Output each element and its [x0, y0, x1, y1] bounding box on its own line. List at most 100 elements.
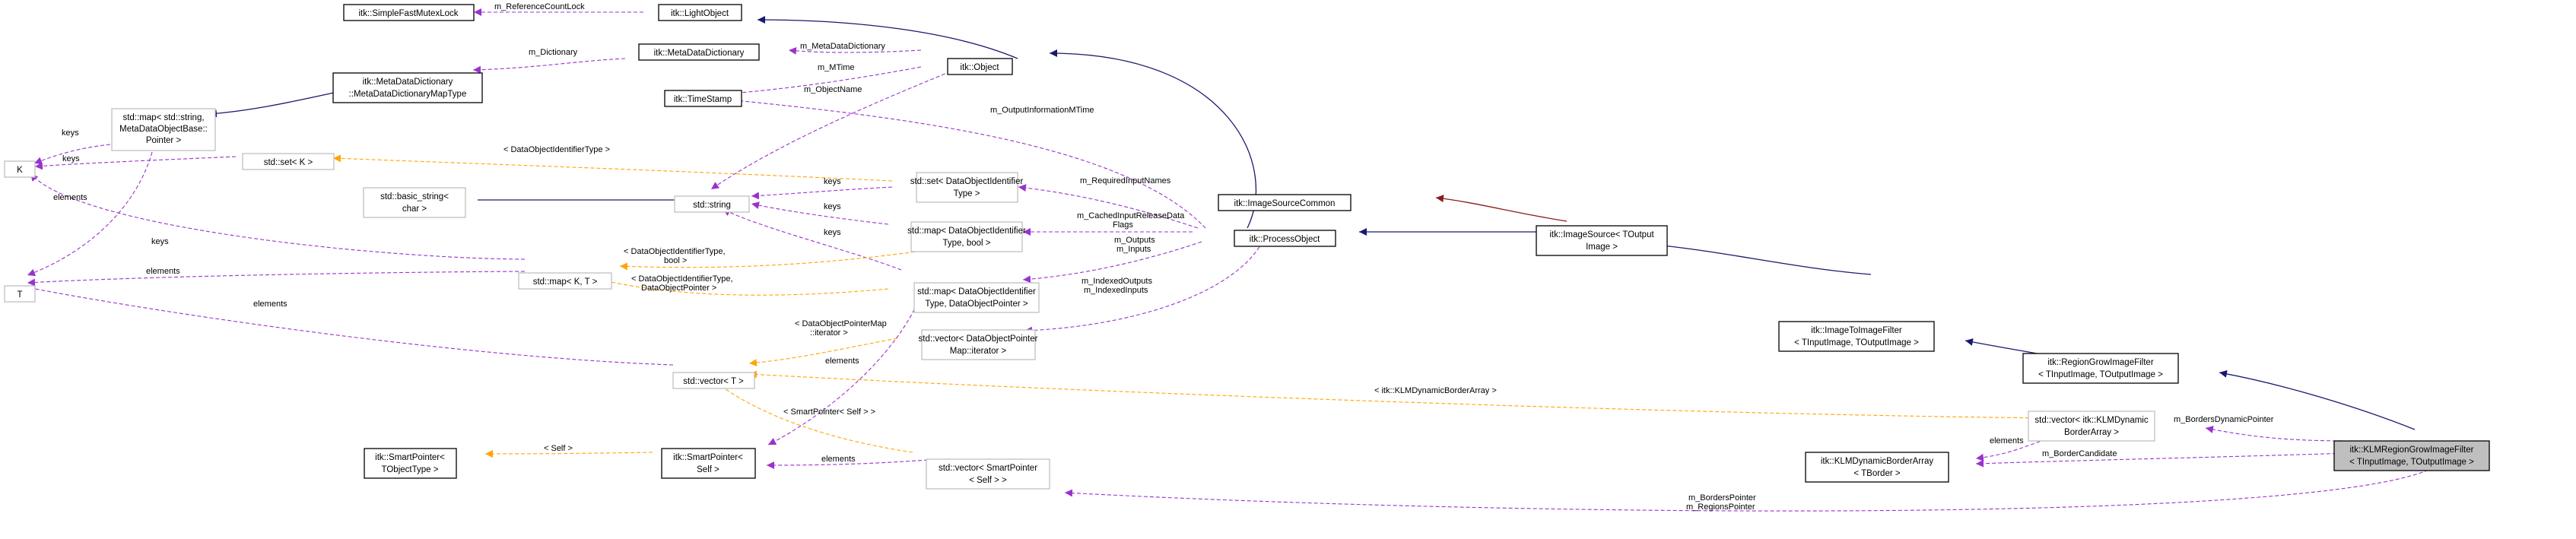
node-klm-border-array[interactable]: itk::KLMDynamicBorderArray < TBorder > — [1805, 452, 1949, 483]
node-label: std::set< K > — [264, 158, 313, 167]
node-light-object[interactable]: itk::LightObject — [658, 4, 742, 21]
node-label-line-2: < TBorder > — [1853, 469, 1900, 478]
node-k[interactable]: K — [4, 160, 36, 178]
node-label-line-1: std::vector< DataObjectPointer — [919, 334, 1038, 344]
nodes: itk::SimpleFastMutexLock itk::LightObjec… — [4, 4, 2490, 490]
edge-klm-filter-to-region-grow — [2219, 369, 2416, 430]
node-std-vector-t[interactable]: std::vector< T > — [672, 372, 755, 389]
node-image-source[interactable]: itk::ImageSource< TOutput Image > — [1536, 225, 1668, 256]
node-time-stamp[interactable]: itk::TimeStamp — [664, 90, 742, 107]
edge-std-vector-t-elements-to-t — [27, 285, 674, 366]
label-keys-map-bool: keys — [824, 202, 841, 211]
node-label: std::map< K, T > — [533, 277, 598, 287]
node-std-map-string[interactable]: std::map< std::string, MetaDataObjectBas… — [111, 108, 216, 151]
node-image-to-image-filter[interactable]: itk::ImageToImageFilter < TInputImage, T… — [1778, 321, 1935, 352]
node-std-map-did-ptr[interactable]: std::map< DataObjectIdentifier Type, Dat… — [913, 282, 1040, 313]
label-did-bool-1: < DataObjectIdentifierType, — [624, 247, 726, 256]
edge-object-to-time-stamp — [719, 66, 922, 98]
edge-std-map-kt-elements-to-t — [27, 271, 526, 287]
node-label-line-1: std::set< DataObjectIdentifier — [910, 177, 1024, 186]
edge-meta-data-dictionary-to-mdd-map-type — [472, 58, 626, 74]
node-std-map-did-bool[interactable]: std::map< DataObjectIdentifier Type, boo… — [907, 221, 1026, 252]
node-std-set-k[interactable]: std::set< K > — [242, 153, 335, 170]
edge-mdd-map-type-to-std-map — [208, 89, 349, 118]
node-label-line-1: std::map< DataObjectIdentifier — [907, 227, 1026, 236]
label-did-ptr-2: DataObjectPointer > — [641, 284, 716, 293]
label-did-bool-2: bool > — [664, 256, 687, 265]
edge-std-vector-sp-to-std-vector-t — [710, 378, 913, 453]
node-label-line-2: Type, DataObjectPointer > — [925, 300, 1028, 309]
node-label-line-1: std::basic_string< — [380, 192, 449, 201]
node-label-line-1: std::map< DataObjectIdentifier — [917, 287, 1036, 296]
label-keys-set-did: keys — [824, 177, 841, 186]
node-label-line-1: itk::KLMRegionGrowImageFilter — [2350, 445, 2474, 455]
node-t[interactable]: T — [4, 285, 36, 303]
node-label-line-1: itk::RegionGrowImageFilter — [2047, 358, 2153, 367]
node-label: itk::TimeStamp — [674, 95, 732, 104]
node-label-line-1: itk::MetaDataDictionary — [363, 78, 453, 87]
node-smart-pointer-self[interactable]: itk::SmartPointer< Self > — [661, 448, 756, 479]
node-label: std::vector< T > — [683, 377, 744, 386]
label-elements-vector-t: elements — [253, 300, 287, 309]
node-meta-data-dictionary[interactable]: itk::MetaDataDictionary — [638, 43, 760, 61]
node-label: itk::ImageSourceCommon — [1234, 199, 1336, 208]
label-cached-input-1: m_CachedInputReleaseData — [1077, 211, 1185, 220]
node-label: K — [17, 166, 23, 175]
node-std-set-did[interactable]: std::set< DataObjectIdentifier Type > — [910, 172, 1024, 203]
label-regions-pointer: m_RegionsPointer — [1686, 503, 1755, 512]
node-label-line-2: < TInputImage, TOutputImage > — [1794, 338, 1919, 347]
label-klm-border-array-tmpl: < itk::KLMDynamicBorderArray > — [1374, 386, 1497, 395]
label-borders-pointer: m_BordersPointer — [1688, 493, 1756, 503]
node-std-map-k-t[interactable]: std::map< K, T > — [518, 272, 612, 290]
edge-region-grow-to-image-to-image — [1965, 338, 2042, 355]
label-output-information-mtime: m_OutputInformationMTime — [990, 106, 1094, 115]
node-image-source-common[interactable]: itk::ImageSourceCommon — [1218, 194, 1352, 211]
node-process-object[interactable]: itk::ProcessObject — [1234, 230, 1336, 247]
edge-std-set-k-keys-to-k — [34, 156, 237, 170]
edge-klm-filter-to-std-vector-sp — [1064, 467, 2435, 512]
label-elements-map: elements — [53, 193, 87, 202]
label-inputs: m_Inputs — [1116, 245, 1151, 254]
node-mdd-map-type[interactable]: itk::MetaDataDictionary ::MetaDataDictio… — [332, 72, 483, 103]
node-label: itk::LightObject — [671, 9, 729, 18]
edge-object-to-meta-data-dictionary — [788, 46, 922, 55]
edge-std-map-string-keys-to-k — [33, 144, 111, 164]
edge-object-to-std-string — [710, 71, 951, 190]
label-data-object-identifier-type: < DataObjectIdentifierType > — [503, 145, 610, 154]
node-object[interactable]: itk::Object — [947, 58, 1013, 75]
edge-std-map-ptr-elements-to-smart-pointer-self — [767, 292, 923, 445]
edge-image-source-to-image-source-common — [1435, 195, 1568, 222]
node-region-grow-filter[interactable]: itk::RegionGrowImageFilter < TInputImage… — [2022, 353, 2179, 384]
edge-std-map-kt-keys-to-k — [30, 173, 526, 260]
edge-std-vector-dop-to-std-vector-t — [748, 338, 898, 367]
node-label-line-1: std::vector< SmartPointer — [939, 464, 1037, 473]
node-std-vector-sp[interactable]: std::vector< SmartPointer < Self > > — [926, 458, 1050, 490]
node-std-vector-dop[interactable]: std::vector< DataObjectPointer Map::iter… — [919, 329, 1038, 360]
node-label-line-2: ::MetaDataDictionaryMapType — [349, 90, 467, 99]
node-smart-pointer-tobj[interactable]: itk::SmartPointer< TObjectType > — [364, 448, 457, 479]
node-label-line-2: Type, bool > — [943, 239, 991, 248]
edge-std-vector-klm-to-std-vector-t — [748, 370, 2054, 419]
node-std-string[interactable]: std::string — [674, 195, 750, 213]
edge-std-vector-klm-elements-to-klm-border-array — [1975, 439, 2047, 461]
node-klm-region-grow-filter[interactable]: itk::KLMRegionGrowImageFilter < TInputIm… — [2333, 440, 2490, 471]
label-elements-sp-map: elements — [825, 357, 859, 366]
node-simple-fast-mutex-lock[interactable]: itk::SimpleFastMutexLock — [343, 4, 475, 21]
edge-std-map-ptr-keys-to-std-string — [722, 208, 902, 271]
label-required-input-names: m_RequiredInputNames — [1080, 176, 1171, 185]
label-elements-klm: elements — [1990, 436, 2024, 445]
node-label-line-3: Pointer > — [146, 136, 182, 145]
node-label-line-1: std::map< std::string, — [122, 113, 204, 122]
edges — [27, 8, 2435, 512]
node-basic-string[interactable]: std::basic_string< char > — [363, 187, 466, 218]
edge-std-set-did-to-std-set-k — [332, 154, 893, 182]
edge-process-object-to-std-map-ptr — [1022, 241, 1202, 284]
label-border-candidate: m_BorderCandidate — [2042, 449, 2117, 458]
edge-image-to-image-to-image-source — [1639, 239, 1872, 275]
label-smart-pointer-self-tmpl: < SmartPointer< Self > > — [783, 407, 875, 417]
node-std-vector-klm[interactable]: std::vector< itk::KLMDynamic BorderArray… — [2028, 411, 2155, 442]
edge-klm-filter-to-klm-border-array — [1975, 452, 2349, 468]
node-label-line-1: itk::KLMDynamicBorderArray — [1821, 457, 1934, 466]
node-label-line-2: < TInputImage, TOutputImage > — [2349, 458, 2474, 467]
node-label: itk::MetaDataDictionary — [654, 49, 745, 58]
